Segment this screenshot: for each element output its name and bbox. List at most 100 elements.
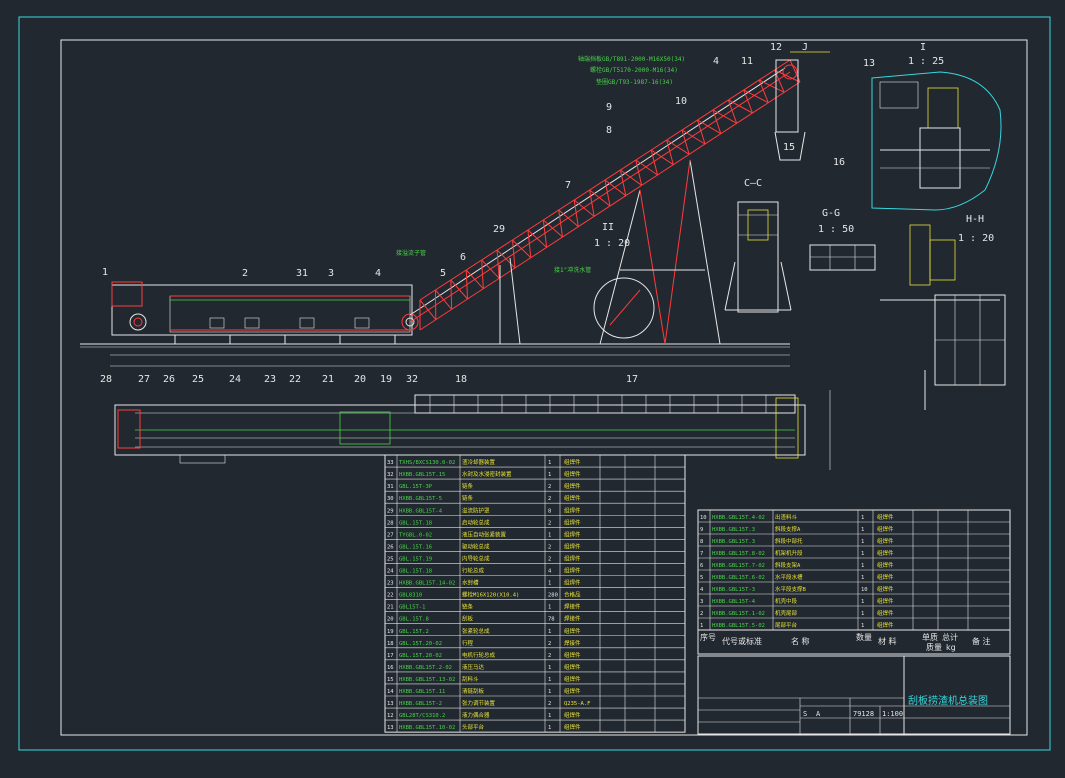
parts-row-code: HXBB.GBL15T.13-02 — [399, 677, 455, 683]
parts-row-no: 7 — [700, 551, 703, 557]
parts-row-code: GBL.15T-3P — [399, 484, 433, 490]
parts-row-qty: 1 — [861, 611, 864, 617]
parts-row-name: 斜段支架A — [775, 561, 801, 569]
parts-row-no: 9 — [700, 527, 703, 533]
parts-row-qty: 2 — [548, 484, 551, 490]
part-callout: 12 — [770, 42, 782, 53]
parts-row-name: 刮料斗 — [462, 675, 479, 683]
section-label: H-H — [966, 214, 984, 225]
parts-row-no: 6 — [700, 563, 703, 569]
section-label: 1 : 20 — [594, 238, 630, 249]
parts-row-no: 10 — [700, 515, 707, 521]
parts-row-no: 13 — [387, 725, 394, 731]
parts-row-qty: 2 — [548, 641, 551, 647]
parts-row-name: 电机行轮总成 — [462, 651, 496, 659]
part-callout: 21 — [322, 374, 334, 385]
parts-row-remark: 组焊件 — [564, 675, 581, 683]
part-callout: 18 — [455, 374, 467, 385]
parts-row-qty: 1 — [548, 689, 551, 695]
list-header-kg: kg — [946, 643, 956, 652]
section-label: J — [802, 42, 808, 53]
plan-view — [114, 390, 831, 470]
section-label: G-G — [822, 208, 840, 219]
parts-row-qty: 1 — [861, 599, 864, 605]
parts-row-code: HXBB.GBL15T-3 — [712, 587, 755, 593]
parts-row-code: GBL.15T.16 — [399, 544, 432, 550]
parts-row-qty: 1 — [861, 539, 864, 545]
parts-row-code: HXBB.GBL15T.3 — [712, 539, 755, 545]
annotation-note: 接1"冲洗水管 — [554, 266, 591, 274]
parts-row-remark: 焊接件 — [564, 615, 581, 623]
parts-row-name: 机壳中段 — [775, 597, 798, 605]
part-callout: 13 — [863, 58, 875, 69]
parts-row-no: 2 — [700, 611, 703, 617]
drawing-number: 79128 — [853, 710, 874, 718]
parts-row-code: HXBB.GBL15T.10-02 — [399, 725, 455, 731]
parts-row-name: 水平段支撑B — [775, 585, 807, 593]
parts-row-qty: 2 — [548, 701, 551, 707]
parts-row-name: 头部平台 — [462, 723, 485, 731]
parts-row-code: HXBB.GBL15T.1-02 — [712, 611, 765, 617]
parts-row-no: 23 — [387, 581, 394, 587]
parts-row-name: 机壳尾部 — [775, 609, 798, 617]
parts-row-code: HXBB.GBL15T.3 — [712, 527, 755, 533]
parts-row-remark: 组焊件 — [877, 513, 894, 521]
parts-row-qty: 1 — [548, 605, 551, 611]
parts-row-name: 刮板 — [462, 615, 474, 623]
part-callout: 32 — [406, 374, 418, 385]
parts-row-no: 28 — [387, 520, 394, 526]
parts-row-name: 机架机升段 — [775, 549, 803, 557]
parts-row-code: HXBB.GBL15T.2-02 — [399, 665, 452, 671]
part-callout: 25 — [192, 374, 204, 385]
parts-row-remark: 组焊件 — [564, 687, 581, 695]
parts-row-no: 31 — [387, 484, 394, 490]
parts-row-name: 螺栓M16X120(X10.4) — [462, 591, 519, 599]
parts-row-no: 3 — [700, 599, 703, 605]
parts-row-qty: 1 — [861, 563, 864, 569]
parts-row-name: 溢流防护罩 — [462, 506, 490, 514]
annotation-note: 轴端挡板GB/T891-2000-M16X50(34) — [578, 55, 685, 63]
parts-row-no: 22 — [387, 593, 394, 599]
part-callout: 10 — [675, 96, 687, 107]
part-callout: 4 — [713, 56, 719, 67]
part-callout: 6 — [460, 252, 466, 263]
parts-row-code: HXBB.GBL15T.15 — [399, 472, 445, 478]
list-header-seq: 序号 — [700, 632, 716, 642]
list-header-material: 材 料 — [878, 636, 897, 646]
drawing-title: 刮板捞渣机总装图 — [908, 694, 988, 707]
parts-row-remark: 组焊件 — [564, 542, 581, 550]
list-header-remark: 备 注 — [972, 636, 991, 646]
parts-row-qty: 2 — [548, 520, 551, 526]
parts-row-name: 链条 — [462, 494, 474, 502]
part-callout: 27 — [138, 374, 150, 385]
parts-row-qty: 1 — [861, 515, 864, 521]
parts-row-no: 21 — [387, 605, 394, 611]
parts-row-name: 渣冷却器装置 — [462, 458, 496, 466]
parts-row-no: 25 — [387, 556, 394, 562]
parts-row-code: GBL.15T.20-02 — [399, 653, 442, 659]
parts-row-qty: 1 — [548, 460, 551, 466]
parts-row-no: 8 — [700, 539, 703, 545]
parts-row-no: 19 — [387, 629, 394, 635]
parts-row-remark: 组焊件 — [877, 621, 894, 629]
parts-row-remark: 合格品 — [564, 591, 581, 599]
part-callout: 28 — [100, 374, 112, 385]
parts-row-qty: 1 — [548, 581, 551, 587]
parts-row-code: HXBB.GBL15T.5-02 — [712, 623, 765, 629]
parts-row-name: 行程 — [462, 639, 474, 647]
parts-row-no: 15 — [387, 677, 394, 683]
section-label: I — [920, 42, 926, 53]
parts-row-qty: 2 — [548, 544, 551, 550]
part-callout: 19 — [380, 374, 392, 385]
parts-row-no: 14 — [387, 689, 394, 695]
outer-border — [18, 16, 1051, 751]
parts-row-name: 张紧轮总成 — [462, 627, 490, 635]
parts-row-code: TYGBL.0-02 — [399, 532, 432, 538]
list-header-name: 名 称 — [791, 636, 810, 646]
parts-row-no: 30 — [387, 496, 394, 502]
parts-row-remark: 组焊件 — [877, 561, 894, 569]
parts-row-qty: 1 — [548, 665, 551, 671]
parts-row-name: 液压马达 — [462, 663, 485, 671]
